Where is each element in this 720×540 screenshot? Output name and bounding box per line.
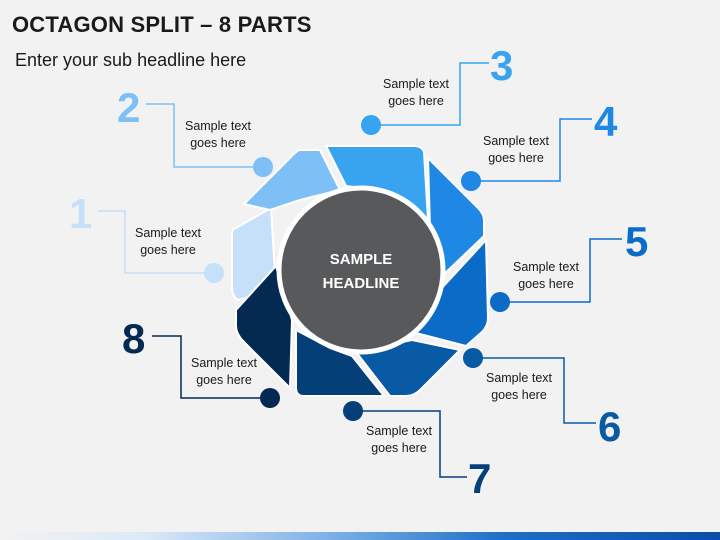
item-1-connector [98, 210, 206, 274]
item-8-number: 8 [122, 315, 145, 362]
item-3-connector [380, 62, 489, 126]
item-8-connector [152, 335, 261, 399]
center-circle [276, 185, 446, 355]
item-3-text-line1: Sample text [383, 77, 450, 91]
item-7-text-line1: Sample text [366, 424, 433, 438]
item-1-number: 1 [69, 190, 92, 237]
item-2-text-line1: Sample text [185, 119, 252, 133]
item-8-dot [260, 388, 280, 408]
item-4-text-line1: Sample text [483, 134, 550, 148]
item-5-text-line2: goes here [518, 277, 574, 291]
item-3-text-line2: goes here [388, 94, 444, 108]
item-8: 8 Sample text goes here [122, 315, 280, 408]
item-6-connector [482, 357, 596, 424]
item-2-connector [146, 103, 254, 168]
item-5-dot [490, 292, 510, 312]
page-subtitle: Enter your sub headline here [15, 50, 247, 70]
item-7: 7 Sample text goes here [343, 401, 491, 502]
item-3-dot [361, 115, 381, 135]
item-8-text-line2: goes here [196, 373, 252, 387]
item-1: 1 Sample text goes here [69, 190, 224, 283]
item-5-text-line1: Sample text [513, 260, 580, 274]
item-6-text-line2: goes here [491, 388, 547, 402]
item-5-number: 5 [625, 218, 648, 265]
item-5-connector [509, 238, 622, 303]
page-title: OCTAGON SPLIT – 8 PARTS [12, 12, 312, 37]
item-7-text-line2: goes here [371, 441, 427, 455]
center-headline-line1: SAMPLE [330, 251, 393, 268]
item-7-connector [362, 410, 467, 478]
item-5: 5 Sample text goes here [490, 218, 648, 312]
item-6: 6 Sample text goes here [463, 348, 621, 450]
item-4-dot [461, 171, 481, 191]
item-6-dot [463, 348, 483, 368]
segment-5 [410, 237, 490, 348]
center-headline-line2: HEADLINE [323, 275, 400, 292]
item-2-dot [253, 157, 273, 177]
item-7-dot [343, 401, 363, 421]
item-1-text-line2: goes here [140, 243, 196, 257]
item-1-text-line1: Sample text [135, 226, 202, 240]
item-7-number: 7 [468, 455, 491, 502]
bottom-accent-bar [0, 532, 720, 540]
item-8-text-line1: Sample text [191, 356, 258, 370]
item-2-text-line2: goes here [190, 136, 246, 150]
item-4-text-line2: goes here [488, 151, 544, 165]
item-4: 4 Sample text goes here [461, 98, 618, 191]
item-6-text-line1: Sample text [486, 371, 553, 385]
item-4-number: 4 [594, 98, 618, 145]
item-3: 3 Sample text goes here [361, 42, 513, 135]
item-2: 2 Sample text goes here [117, 84, 273, 177]
item-1-dot [204, 263, 224, 283]
segment-8 [235, 264, 294, 391]
segment-6 [354, 338, 463, 397]
item-2-number: 2 [117, 84, 140, 131]
item-6-number: 6 [598, 403, 621, 450]
item-4-connector [480, 118, 592, 182]
item-3-number: 3 [490, 42, 513, 89]
